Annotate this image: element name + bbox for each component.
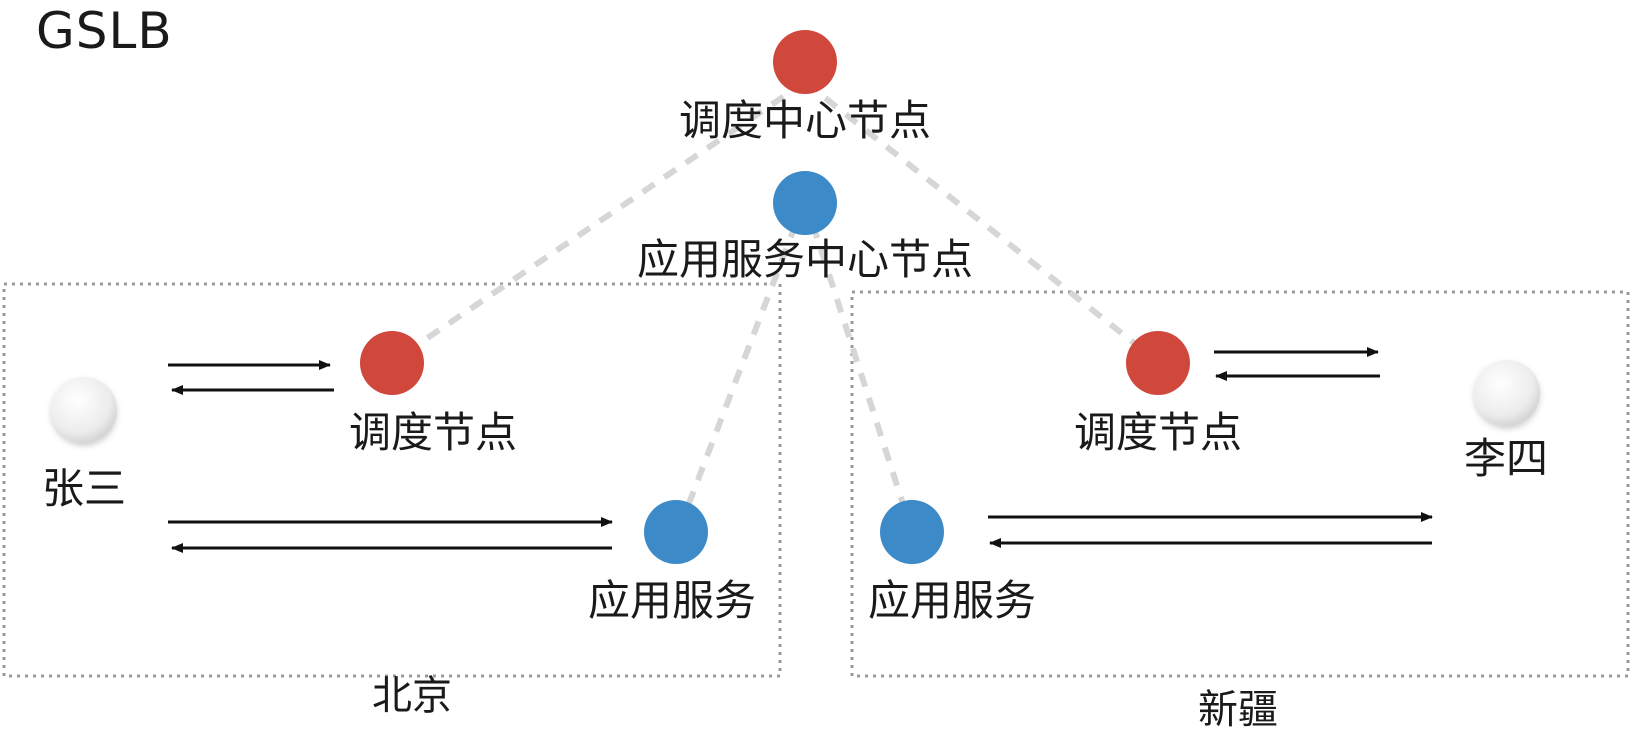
xinjiang-app-label: 应用服务 bbox=[867, 576, 1037, 625]
beijing-user-node bbox=[51, 377, 117, 443]
beijing-app-node bbox=[644, 500, 708, 564]
xinjiang-app-node bbox=[880, 500, 944, 564]
xinjiang-region-label: 新疆 bbox=[1198, 687, 1278, 733]
xinjiang-dispatch-label: 调度节点 bbox=[1073, 408, 1243, 457]
region-box-xinjiang bbox=[850, 290, 1630, 678]
connector-center-dispatch-to-xinjiang-dispatch bbox=[803, 79, 1160, 365]
xinjiang-user-node bbox=[1474, 360, 1540, 426]
connector-center-dispatch-to-beijing-dispatch bbox=[390, 79, 807, 365]
beijing-region-label: 北京 bbox=[372, 673, 452, 719]
beijing-app-label: 应用服务 bbox=[587, 576, 757, 625]
connector-center-app-to-xinjiang-app bbox=[802, 199, 915, 533]
beijing-user-label: 张三 bbox=[41, 464, 127, 513]
xinjiang-dispatch-node bbox=[1126, 331, 1190, 395]
center-dispatch-label: 调度中心节点 bbox=[678, 96, 932, 145]
center-app-label: 应用服务中心节点 bbox=[636, 235, 974, 284]
center-app-node bbox=[773, 171, 837, 235]
connector-center-app-to-beijing-app bbox=[675, 198, 808, 534]
beijing-dispatch-label: 调度节点 bbox=[348, 408, 518, 457]
beijing-dispatch-node bbox=[360, 331, 424, 395]
diagram-title: GSLB bbox=[36, 2, 173, 60]
center-dispatch-node bbox=[773, 30, 837, 94]
xinjiang-user-label: 李四 bbox=[1463, 434, 1549, 483]
